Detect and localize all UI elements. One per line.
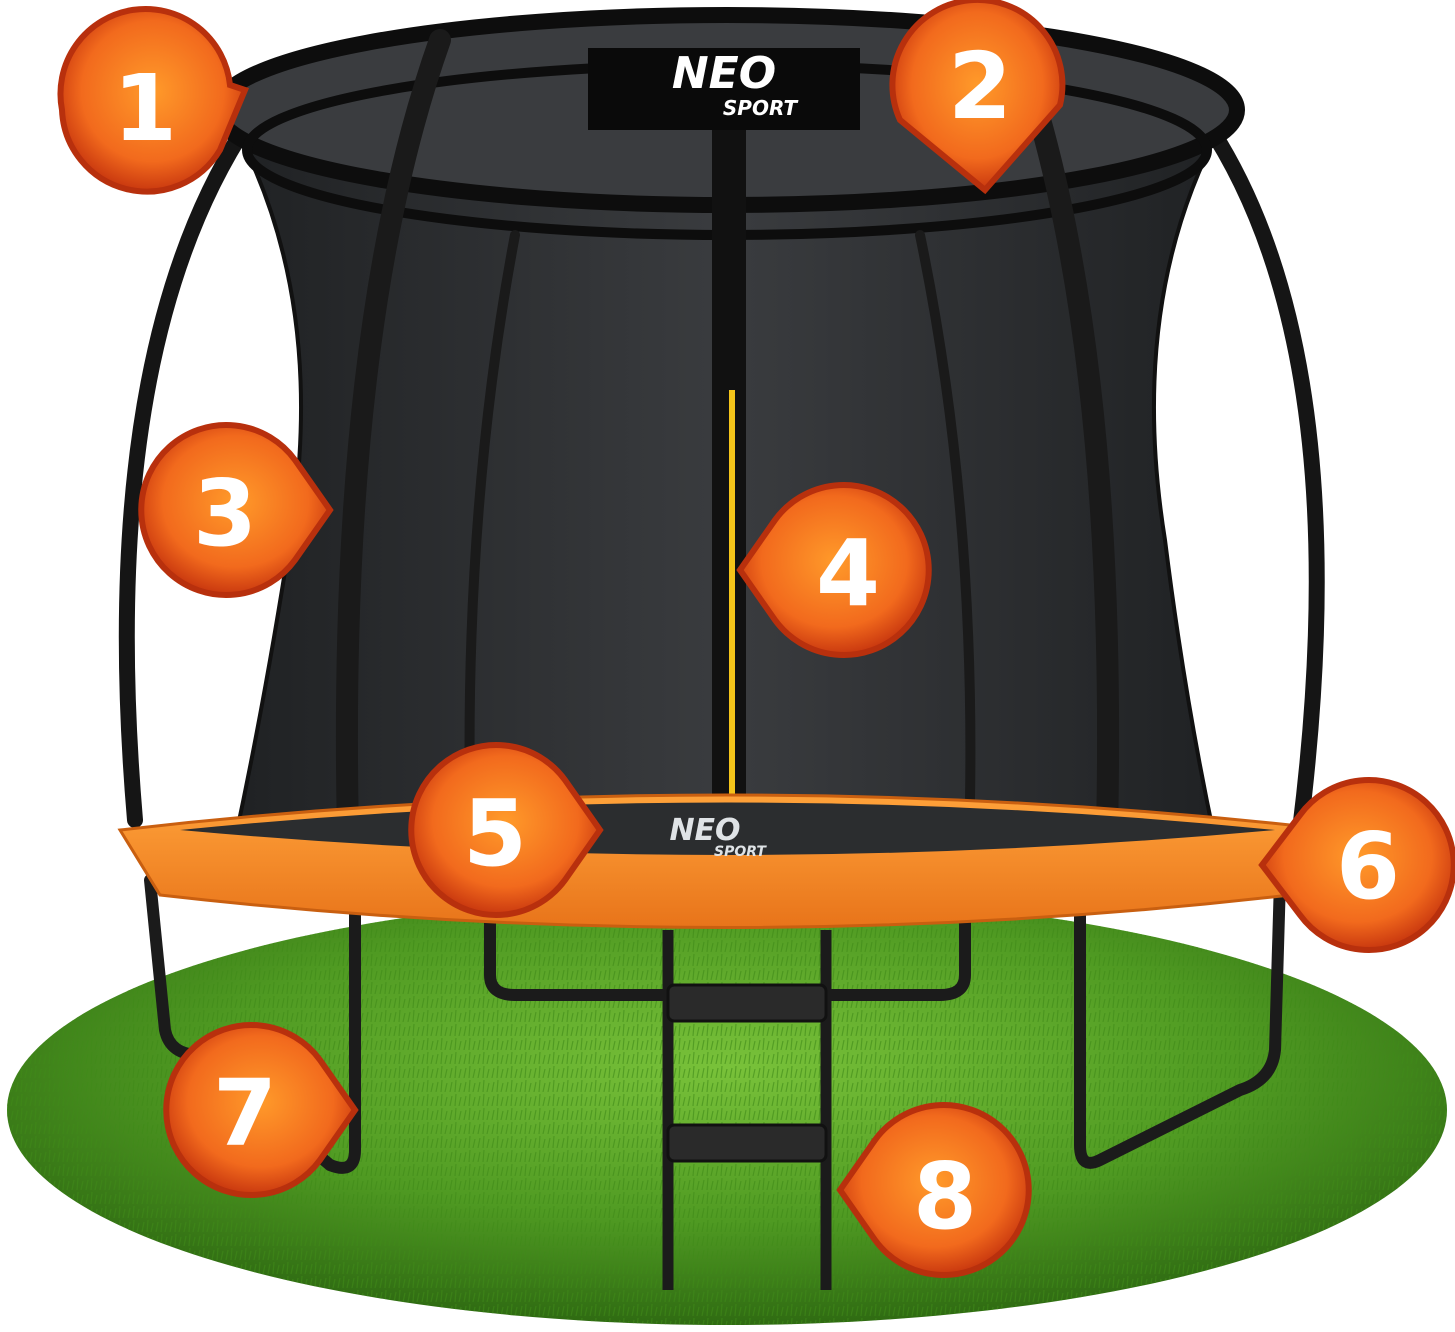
ladder-steps [666,983,828,1163]
marker-6: 6 [1258,777,1455,953]
marker-5: 5 [408,742,604,918]
marker-2: 2 [889,0,1066,195]
brand-banner: NEO SPORT [588,48,860,130]
marker-label-6: 6 [1336,813,1400,920]
marker-label-2: 2 [948,33,1012,140]
grass-ground [7,895,1447,1325]
marker-label-1: 1 [113,55,177,162]
marker-label-4: 4 [816,520,880,627]
marker-4: 4 [736,482,932,658]
number-markers: 1 2 3 4 5 6 7 8 [57,0,1455,1278]
banner-brand-bottom: SPORT [723,96,799,120]
mat-brand-bottom: SPORT [714,844,767,860]
marker-label-5: 5 [463,780,527,887]
mat-brand-top: NEO [669,813,740,848]
marker-7: 7 [163,1022,359,1198]
padding-and-mat: NEO SPORT [117,793,1338,929]
outer-poles [118,112,1325,838]
marker-3: 3 [138,422,334,598]
inner-poles [335,29,1120,911]
marker-label-7: 7 [213,1060,277,1167]
marker-1: 1 [57,6,250,195]
banner-brand-top: NEO [672,48,776,99]
marker-8: 8 [836,1102,1032,1278]
marker-label-8: 8 [913,1143,977,1250]
marker-label-3: 3 [193,460,257,567]
